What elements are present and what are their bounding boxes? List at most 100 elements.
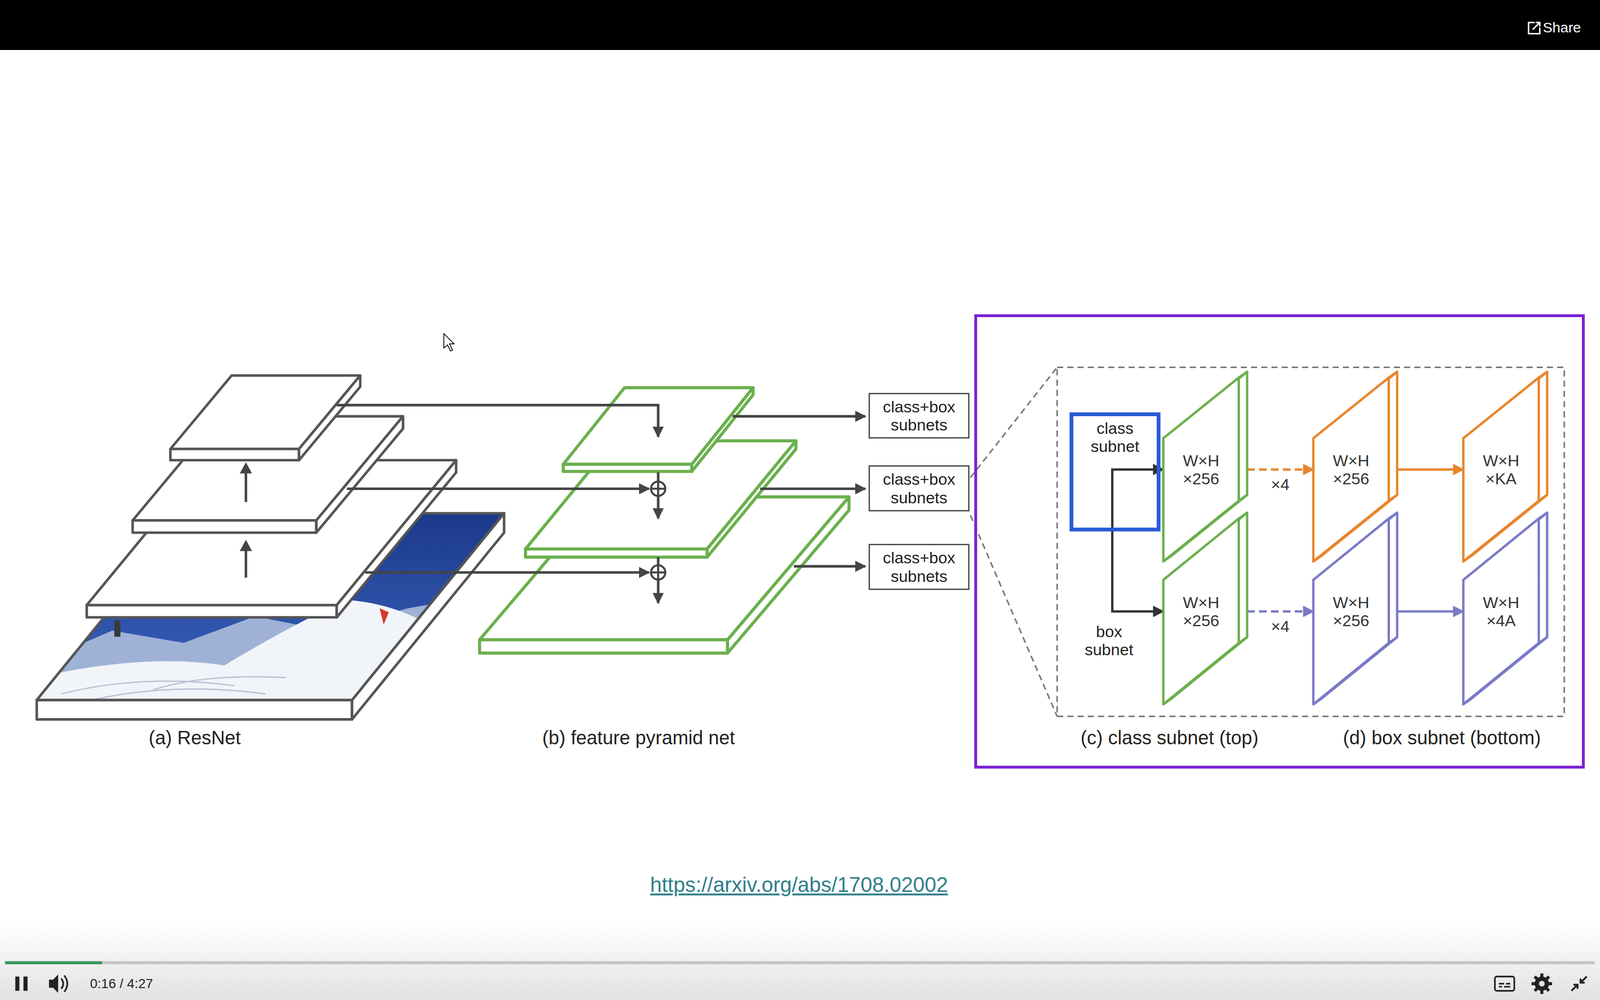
bottom-up-arrow <box>240 462 253 474</box>
feature-map-size: W×H ×256 <box>1332 451 1370 488</box>
feature-map-size: W×H ×KA <box>1482 451 1520 488</box>
repeat-label: ×4 <box>1269 475 1292 494</box>
subnet-detail-panel: class subnetW×H ×256W×H ×256W×H ×KAW×H ×… <box>974 314 1585 769</box>
lateral-arrow <box>656 472 660 482</box>
feature-map: W×H ×4A <box>1463 518 1548 705</box>
captions-icon <box>1494 976 1515 991</box>
pyramid-level <box>707 440 796 558</box>
fullscreen-exit-icon <box>1571 976 1587 991</box>
subnet-box-label: class+box subnets <box>882 548 956 585</box>
ski-photo <box>36 591 504 715</box>
subnet-box: class+box subnets <box>868 392 970 439</box>
lateral-arrow <box>732 415 866 418</box>
lateral-arrow <box>656 557 660 566</box>
feature-map-size: W×H ×256 <box>1332 593 1370 630</box>
zoom-outline <box>970 367 1565 717</box>
class-subnet-label: class subnet <box>1090 419 1140 456</box>
video-top-bar <box>0 0 1600 50</box>
lateral-arrow <box>336 405 866 604</box>
subnet-box-label: class+box subnets <box>882 470 956 507</box>
share-icon <box>1528 22 1540 34</box>
video-control-bar <box>5 961 1596 965</box>
feature-map-face <box>1313 518 1389 705</box>
sum-symbol <box>650 565 666 580</box>
lateral-arrow <box>793 565 866 568</box>
connector-arrow <box>1112 469 1164 532</box>
feature-map-edge <box>1238 494 1248 501</box>
settings-icon <box>1531 973 1552 994</box>
lateral-arrow <box>336 405 659 437</box>
sum-symbol <box>650 481 666 496</box>
feature-map-edge <box>1388 637 1398 643</box>
feature-map-size: W×H ×256 <box>1182 593 1220 630</box>
ski-photo <box>379 608 389 625</box>
feature-map-edge <box>1388 371 1398 378</box>
pyramid-level <box>525 549 708 558</box>
pause-icon <box>15 976 20 991</box>
connector-arrow <box>1397 610 1464 613</box>
ski-photo <box>114 620 121 637</box>
feature-map-size: W×H ×256 <box>1182 451 1220 488</box>
volume-icon <box>61 975 68 992</box>
bottom-up-arrow <box>240 540 253 552</box>
lateral-arrow <box>347 487 650 490</box>
share-label: Share <box>1542 19 1581 36</box>
pyramid-level <box>727 497 850 654</box>
pause-icon <box>15 976 28 991</box>
feature-map-size: W×H ×4A <box>1482 593 1520 630</box>
share-icon <box>1528 22 1540 34</box>
bottom-up-arrow <box>240 462 253 578</box>
resnet-stage <box>316 416 403 533</box>
ski-photo <box>61 676 286 700</box>
feature-map: W×H ×256 <box>1313 518 1398 705</box>
ski-photo <box>36 600 504 715</box>
resnet-stage <box>86 605 337 618</box>
video-control-bar <box>5 961 103 965</box>
sum-symbol <box>650 565 666 580</box>
volume-icon <box>49 974 68 993</box>
pyramid-level <box>563 464 692 472</box>
lateral-arrow <box>365 570 650 574</box>
pyramid-level <box>479 387 850 653</box>
feature-map-edge <box>1388 512 1398 519</box>
lateral-arrow <box>656 579 660 603</box>
feature-map-edge <box>1238 371 1248 378</box>
bottom-up-arrow <box>244 549 248 578</box>
lateral-arrow <box>760 487 866 490</box>
subnet-box: class+box subnets <box>868 465 970 512</box>
mouse-cursor <box>443 333 454 351</box>
resnet-stage <box>132 520 317 533</box>
video-control-bar <box>0 923 1600 1000</box>
feature-map: W×H ×256 <box>1163 518 1248 705</box>
resnet-stage <box>299 375 361 461</box>
settings-icon <box>1531 973 1552 994</box>
video-top-bar <box>0 0 1600 50</box>
feature-map-edge <box>1238 512 1248 519</box>
pyramid-level <box>691 387 754 472</box>
captions-icon <box>1499 983 1511 987</box>
fullscreen-exit-icon <box>1571 984 1578 991</box>
panel-caption: (c) class subnet (top) <box>1080 727 1259 749</box>
zoom-outline <box>1057 367 1565 717</box>
volume-icon <box>49 974 59 993</box>
subnet-box: class+box subnets <box>868 543 970 590</box>
pyramid-level <box>479 640 728 654</box>
mouse-cursor <box>443 333 454 351</box>
figure-caption: (b) feature pyramid net <box>542 727 736 749</box>
video-control-bar <box>0 923 1600 1000</box>
feature-map-edge <box>1538 494 1548 501</box>
figure-caption: (a) ResNet <box>148 727 241 749</box>
lateral-arrow <box>656 495 660 519</box>
video-time: 0:16 / 4:27 <box>90 976 153 991</box>
feature-map-face <box>1463 518 1539 705</box>
connector-arrow <box>1247 468 1314 471</box>
share-icon <box>1532 22 1540 30</box>
bottom-up-arrow <box>244 471 248 502</box>
subnet-label: box subnet <box>1084 622 1134 659</box>
fullscreen-exit-icon <box>1580 976 1587 983</box>
feature-map-edge <box>1538 637 1548 643</box>
subnet-box-label: class+box subnets <box>882 397 956 434</box>
feature-map-edge <box>1538 512 1548 519</box>
panel-caption: (d) box subnet (bottom) <box>1342 727 1541 749</box>
